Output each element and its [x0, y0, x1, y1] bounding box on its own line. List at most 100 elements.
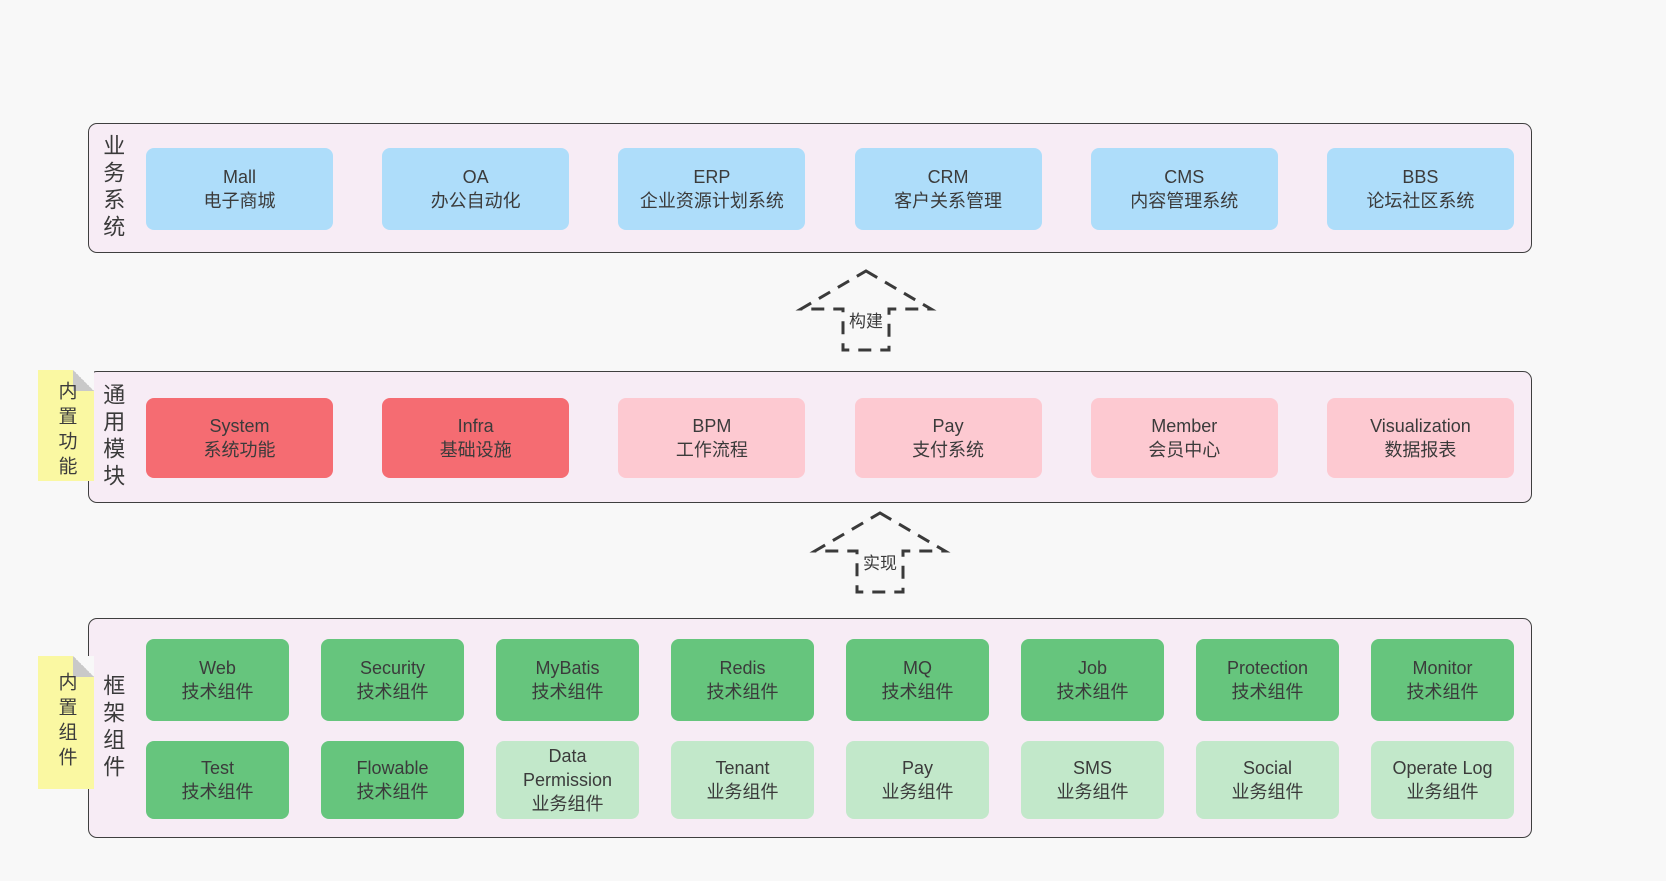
component-box: Operate Log 业务组件 — [1371, 741, 1514, 819]
box-title: MyBatis — [535, 657, 600, 678]
note-fold-corner-icon — [73, 656, 94, 677]
box-subtitle: 办公自动化 — [430, 191, 521, 211]
box-title: Data Permission — [522, 745, 613, 790]
box-subtitle: 技术组件 — [356, 682, 429, 702]
framework-components-row-2: Test 技术组件 Flowable 技术组件 Data Permission … — [146, 741, 1514, 819]
box-title: Flowable — [356, 757, 429, 778]
framework-components-row-1: Web 技术组件 Security 技术组件 MyBatis 技术组件 Redi… — [146, 639, 1514, 721]
component-box: Tenant 业务组件 — [671, 741, 814, 819]
box-title: Test — [200, 757, 234, 778]
box-title: CMS — [1164, 166, 1205, 187]
module-box: Infra 基础设施 — [382, 398, 570, 478]
layer-label-business-systems: 业务系统 — [100, 134, 126, 242]
component-box: Monitor 技术组件 — [1371, 639, 1514, 721]
box-title: Web — [199, 657, 236, 678]
module-box: Visualization 数据报表 — [1326, 398, 1514, 478]
up-arrow-outline — [809, 511, 951, 594]
box-title: SMS — [1072, 757, 1112, 778]
box-title: Member — [1151, 415, 1218, 436]
box-subtitle: 业务组件 — [1056, 782, 1129, 802]
up-arrow-icon — [809, 511, 951, 594]
box-subtitle: 客户关系管理 — [894, 191, 1003, 211]
box-title: BBS — [1402, 166, 1439, 187]
module-box: ERP 企业资源计划系统 — [618, 148, 806, 230]
box-title: CRM — [927, 166, 969, 187]
component-box: Job 技术组件 — [1021, 639, 1164, 721]
component-box: Data Permission 业务组件 — [496, 741, 639, 819]
layer-framework-components: 内置组件 框架组件 Web 技术组件 Security 技术组件 MyBatis… — [38, 618, 1532, 838]
box-subtitle: 业务组件 — [531, 794, 604, 815]
box-subtitle: 技术组件 — [181, 782, 254, 802]
sticky-note-builtin-features: 内置功能 — [38, 370, 94, 481]
box-subtitle: 技术组件 — [1406, 682, 1479, 702]
box-title: MQ — [903, 657, 932, 678]
box-title: Pay — [932, 415, 964, 436]
arrow-implement-label: 实现 — [860, 549, 900, 574]
component-box: Protection 技术组件 — [1196, 639, 1339, 721]
layer-business-systems: 业务系统 Mall 电子商城 OA 办公自动化 ERP 企业资源计划系统 CRM… — [88, 123, 1532, 253]
box-subtitle: 电子商城 — [203, 191, 276, 211]
module-box: Member 会员中心 — [1090, 398, 1278, 478]
box-subtitle: 业务组件 — [706, 782, 779, 802]
box-subtitle: 企业资源计划系统 — [639, 191, 784, 211]
component-box: Redis 技术组件 — [671, 639, 814, 721]
component-box: MyBatis 技术组件 — [496, 639, 639, 721]
box-title: Job — [1077, 657, 1108, 678]
box-subtitle: 系统功能 — [203, 440, 276, 460]
box-subtitle: 技术组件 — [881, 682, 954, 702]
module-box: System 系统功能 — [146, 398, 333, 478]
module-box: Mall 电子商城 — [146, 148, 333, 230]
box-title: Operate Log — [1392, 757, 1493, 778]
box-title: Redis — [719, 657, 766, 678]
layer-label-common-modules: 通用模块 — [100, 383, 126, 491]
box-subtitle: 业务组件 — [881, 782, 954, 802]
arrow-implement: 实现 — [805, 508, 955, 596]
box-subtitle: 业务组件 — [1231, 782, 1304, 802]
component-box: Flowable 技术组件 — [321, 741, 464, 819]
sticky-note-builtin-components: 内置组件 — [38, 656, 94, 789]
box-subtitle: 支付系统 — [912, 440, 985, 460]
component-box: Social 业务组件 — [1196, 741, 1339, 819]
box-title: System — [209, 415, 270, 436]
component-box: Web 技术组件 — [146, 639, 289, 721]
layer-label-framework-components: 框架组件 — [100, 674, 126, 782]
box-title: ERP — [693, 166, 731, 187]
component-box: Test 技术组件 — [146, 741, 289, 819]
up-arrow-outline — [795, 269, 937, 352]
box-title: Monitor — [1412, 657, 1473, 678]
module-box: BBS 论坛社区系统 — [1326, 148, 1514, 230]
component-box: Pay 业务组件 — [846, 741, 989, 819]
box-subtitle: 会员中心 — [1148, 440, 1221, 460]
note-fold-corner-icon — [73, 370, 94, 391]
box-title: Social — [1242, 757, 1293, 778]
component-box: Security 技术组件 — [321, 639, 464, 721]
module-box: CRM 客户关系管理 — [854, 148, 1042, 230]
box-title: BPM — [692, 415, 732, 436]
box-title: Tenant — [715, 757, 770, 778]
box-title: Mall — [222, 166, 256, 187]
box-title: Pay — [901, 757, 934, 778]
sticky-note-label: 内置功能 — [55, 381, 77, 481]
component-box: SMS 业务组件 — [1021, 741, 1164, 819]
layer-common-modules: 内置功能 通用模块 System 系统功能 Infra 基础设施 BPM 工作流… — [38, 370, 1532, 503]
box-subtitle: 工作流程 — [675, 440, 748, 460]
box-title: Protection — [1226, 657, 1309, 678]
box-subtitle: 技术组件 — [356, 782, 429, 802]
box-title: Security — [359, 657, 426, 678]
box-subtitle: 技术组件 — [706, 682, 779, 702]
box-title: Infra — [457, 415, 494, 436]
arrow-build: 构建 — [791, 266, 941, 354]
module-box: Pay 支付系统 — [854, 398, 1042, 478]
box-subtitle: 业务组件 — [1406, 782, 1479, 802]
component-box: MQ 技术组件 — [846, 639, 989, 721]
box-subtitle: 内容管理系统 — [1130, 191, 1239, 211]
arrow-build-label: 构建 — [846, 307, 886, 332]
module-box: CMS 内容管理系统 — [1090, 148, 1278, 230]
common-modules-row: System 系统功能 Infra 基础设施 BPM 工作流程 Pay 支付系统… — [146, 398, 1514, 478]
box-subtitle: 论坛社区系统 — [1366, 191, 1475, 211]
business-systems-row: Mall 电子商城 OA 办公自动化 ERP 企业资源计划系统 CRM 客户关系… — [146, 148, 1514, 230]
box-title: OA — [462, 166, 489, 187]
sticky-note-label: 内置组件 — [55, 672, 77, 772]
box-subtitle: 技术组件 — [531, 682, 604, 702]
